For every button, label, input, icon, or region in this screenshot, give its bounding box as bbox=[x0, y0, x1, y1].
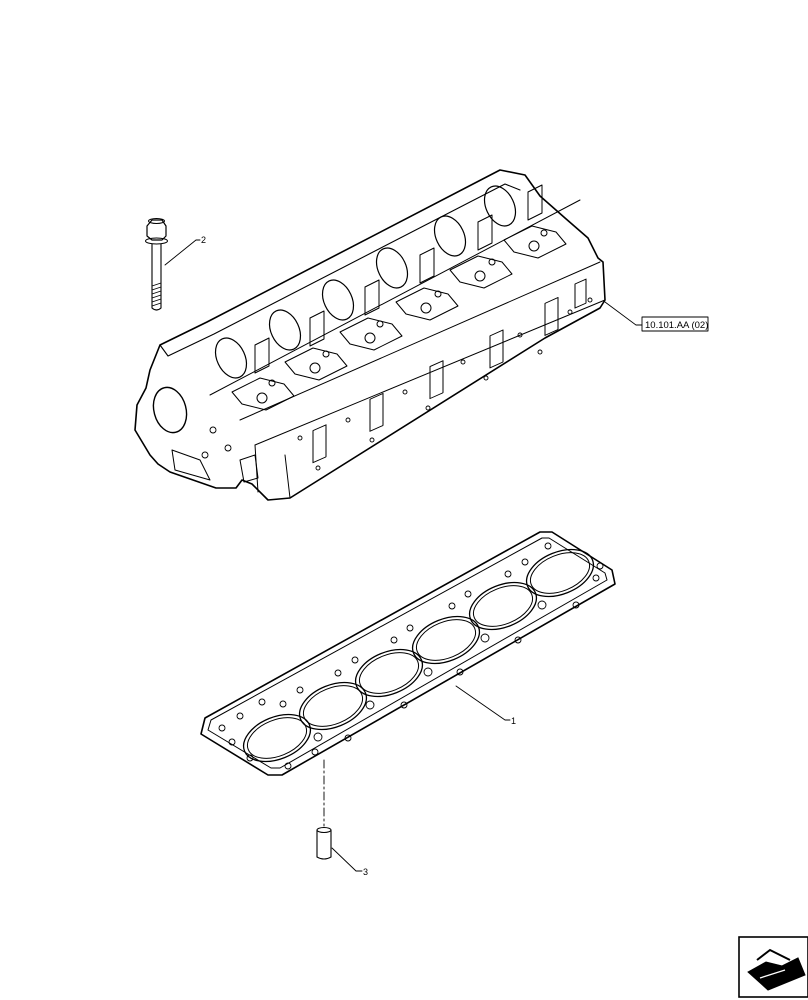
leader-1 bbox=[455, 685, 511, 721]
gasket-holes bbox=[218, 542, 604, 770]
cylinder-head bbox=[134, 169, 606, 501]
leader-ref bbox=[604, 301, 643, 326]
dowel-pin bbox=[316, 827, 332, 860]
head-pedestals bbox=[254, 184, 543, 374]
reference-box[interactable] bbox=[641, 316, 709, 332]
callout-3: 3 bbox=[363, 867, 368, 877]
leader-3 bbox=[331, 847, 363, 872]
head-bolt bbox=[145, 218, 168, 311]
gasket-bores bbox=[242, 548, 595, 763]
callout-1: 1 bbox=[511, 716, 516, 726]
callout-2: 2 bbox=[201, 235, 206, 245]
head-gasket bbox=[200, 531, 616, 776]
next-page-arrow-icon[interactable] bbox=[738, 936, 808, 998]
face-holes bbox=[201, 297, 593, 471]
valve-plates bbox=[231, 225, 567, 411]
head-ports bbox=[152, 185, 517, 434]
side-panels bbox=[312, 278, 587, 464]
leader-2 bbox=[164, 239, 201, 266]
reference-label[interactable]: 10.101.AA (02) bbox=[645, 320, 708, 331]
